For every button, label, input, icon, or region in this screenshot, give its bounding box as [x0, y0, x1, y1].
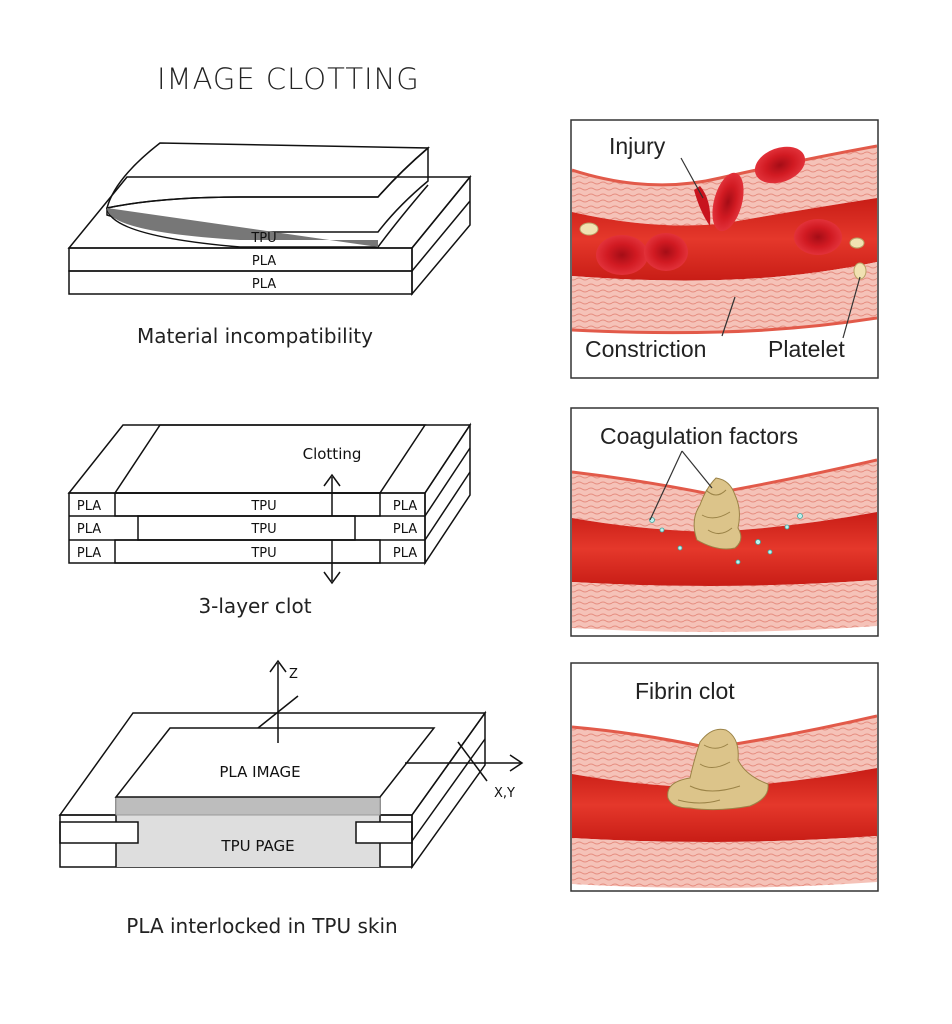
- tpu-page-label: TPU PAGE: [220, 837, 294, 855]
- row1-center-tpu: TPU: [250, 499, 276, 514]
- clotting-arrow: [323, 473, 341, 585]
- page-title: IMAGE CLOTTING: [157, 62, 420, 96]
- injury-label: Injury: [609, 133, 666, 159]
- coagulation-panel: Coagulation factors: [570, 407, 879, 637]
- row3-center-tpu: TPU: [250, 546, 276, 561]
- layer-label-tpu: TPU: [250, 231, 276, 246]
- xy-axis-label: X,Y: [494, 786, 515, 801]
- xy-axis: [405, 741, 524, 782]
- row1-left-pla: PLA: [77, 499, 101, 514]
- layer-label-pla-2: PLA: [252, 277, 276, 292]
- material-incompatibility-diagram: TPU PLA PLA: [67, 142, 472, 297]
- caption-interlocked: PLA interlocked in TPU skin: [126, 914, 397, 938]
- fibrin-clot-label: Fibrin clot: [635, 678, 735, 704]
- caption-three-layer-clot: 3-layer clot: [198, 594, 311, 618]
- row3-right-pla: PLA: [393, 546, 417, 561]
- interlocked-diagram: PLA IMAGE TPU PAGE Z X,Y: [58, 659, 524, 870]
- fibrin-panel: Fibrin clot: [570, 662, 879, 892]
- row3-left-pla: PLA: [77, 546, 101, 561]
- z-axis-label: Z: [289, 667, 298, 682]
- row2-left-pla: PLA: [77, 522, 101, 537]
- coagulation-factors-label: Coagulation factors: [600, 423, 798, 449]
- row2-center-tpu: TPU: [250, 522, 276, 537]
- layer-label-pla-1: PLA: [252, 254, 276, 269]
- constriction-label: Constriction: [585, 336, 706, 362]
- injury-panel: Injury Constriction Platelet: [570, 119, 879, 379]
- caption-material-incompatibility: Material incompatibility: [137, 324, 373, 348]
- row2-right-pla: PLA: [393, 522, 417, 537]
- three-layer-clot-diagram: PLA TPU PLA PLA TPU PLA PLA TPU PLA Clot…: [67, 422, 472, 585]
- pla-image-label: PLA IMAGE: [219, 763, 300, 781]
- platelet-label: Platelet: [768, 336, 845, 362]
- clotting-label: Clotting: [303, 445, 362, 463]
- z-axis: [257, 659, 299, 743]
- row1-right-pla: PLA: [393, 499, 417, 514]
